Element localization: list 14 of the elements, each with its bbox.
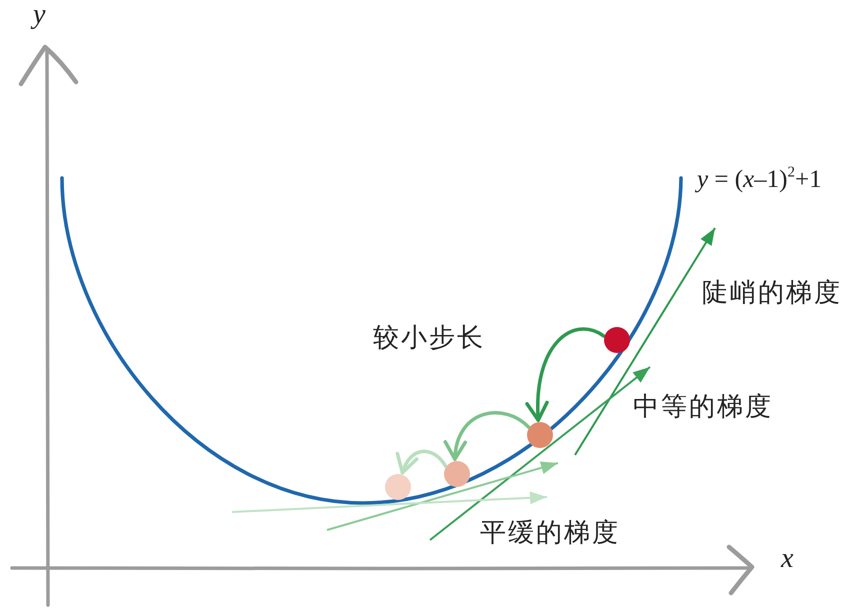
annotation-label: 中等的梯度 xyxy=(633,393,773,422)
axis-label: y xyxy=(33,0,46,31)
ball xyxy=(604,327,630,353)
annotation-label: 较小步长 xyxy=(373,324,485,353)
curved-arrow xyxy=(444,411,530,461)
annotation-label: 陡峭的梯度 xyxy=(702,279,842,308)
annotation-label: 平缓的梯度 xyxy=(480,519,620,548)
ball xyxy=(444,461,470,487)
curve-equation: y = (x–1)$^{2}$+1 xyxy=(697,166,822,194)
curved-arrow xyxy=(396,450,448,474)
ball xyxy=(385,474,411,500)
ball xyxy=(527,422,553,448)
axis-label: x xyxy=(781,544,794,575)
curved-arrow xyxy=(526,328,606,422)
